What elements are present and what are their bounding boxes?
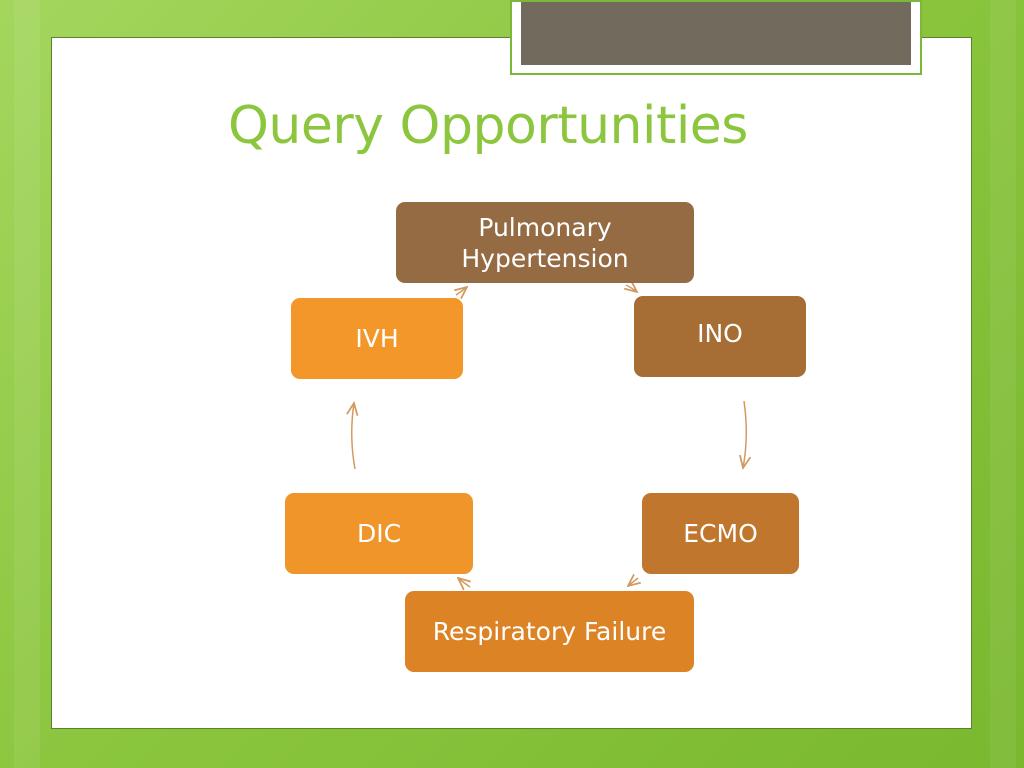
- node-label: DIC: [356, 519, 402, 548]
- arrow-ino-to-ecmo: [743, 400, 746, 468]
- arrow-dic-to-ivh: [352, 403, 355, 470]
- node-label: ECMO: [683, 519, 758, 548]
- background-stripe: [14, 0, 40, 768]
- node-ecmo: ECMO: [642, 493, 799, 574]
- arrow-pulmonary-to-ino: [626, 285, 637, 292]
- node-ivh: IVH: [291, 298, 463, 379]
- arrow-respiratory-to-dic: [458, 578, 470, 587]
- background-stripe: [990, 0, 1016, 768]
- arrow-ecmo-to-respiratory: [628, 578, 638, 586]
- arrow-ivh-to-pulmonary: [456, 287, 467, 295]
- node-pulmonary-hypertension: Pulmonary Hypertension: [396, 202, 694, 283]
- node-dic: DIC: [285, 493, 473, 574]
- top-tab-decoration: [510, 0, 922, 75]
- node-respiratory-failure: Respiratory Failure: [405, 591, 694, 672]
- node-label: IVH: [355, 324, 399, 353]
- top-tab-fill: [521, 2, 911, 65]
- node-label: Respiratory Failure: [432, 617, 667, 646]
- slide-title: Query Opportunities: [228, 96, 748, 156]
- node-label: Pulmonary Hypertension: [461, 212, 629, 273]
- node-label: INO: [697, 319, 743, 348]
- node-ino: INO: [634, 296, 806, 377]
